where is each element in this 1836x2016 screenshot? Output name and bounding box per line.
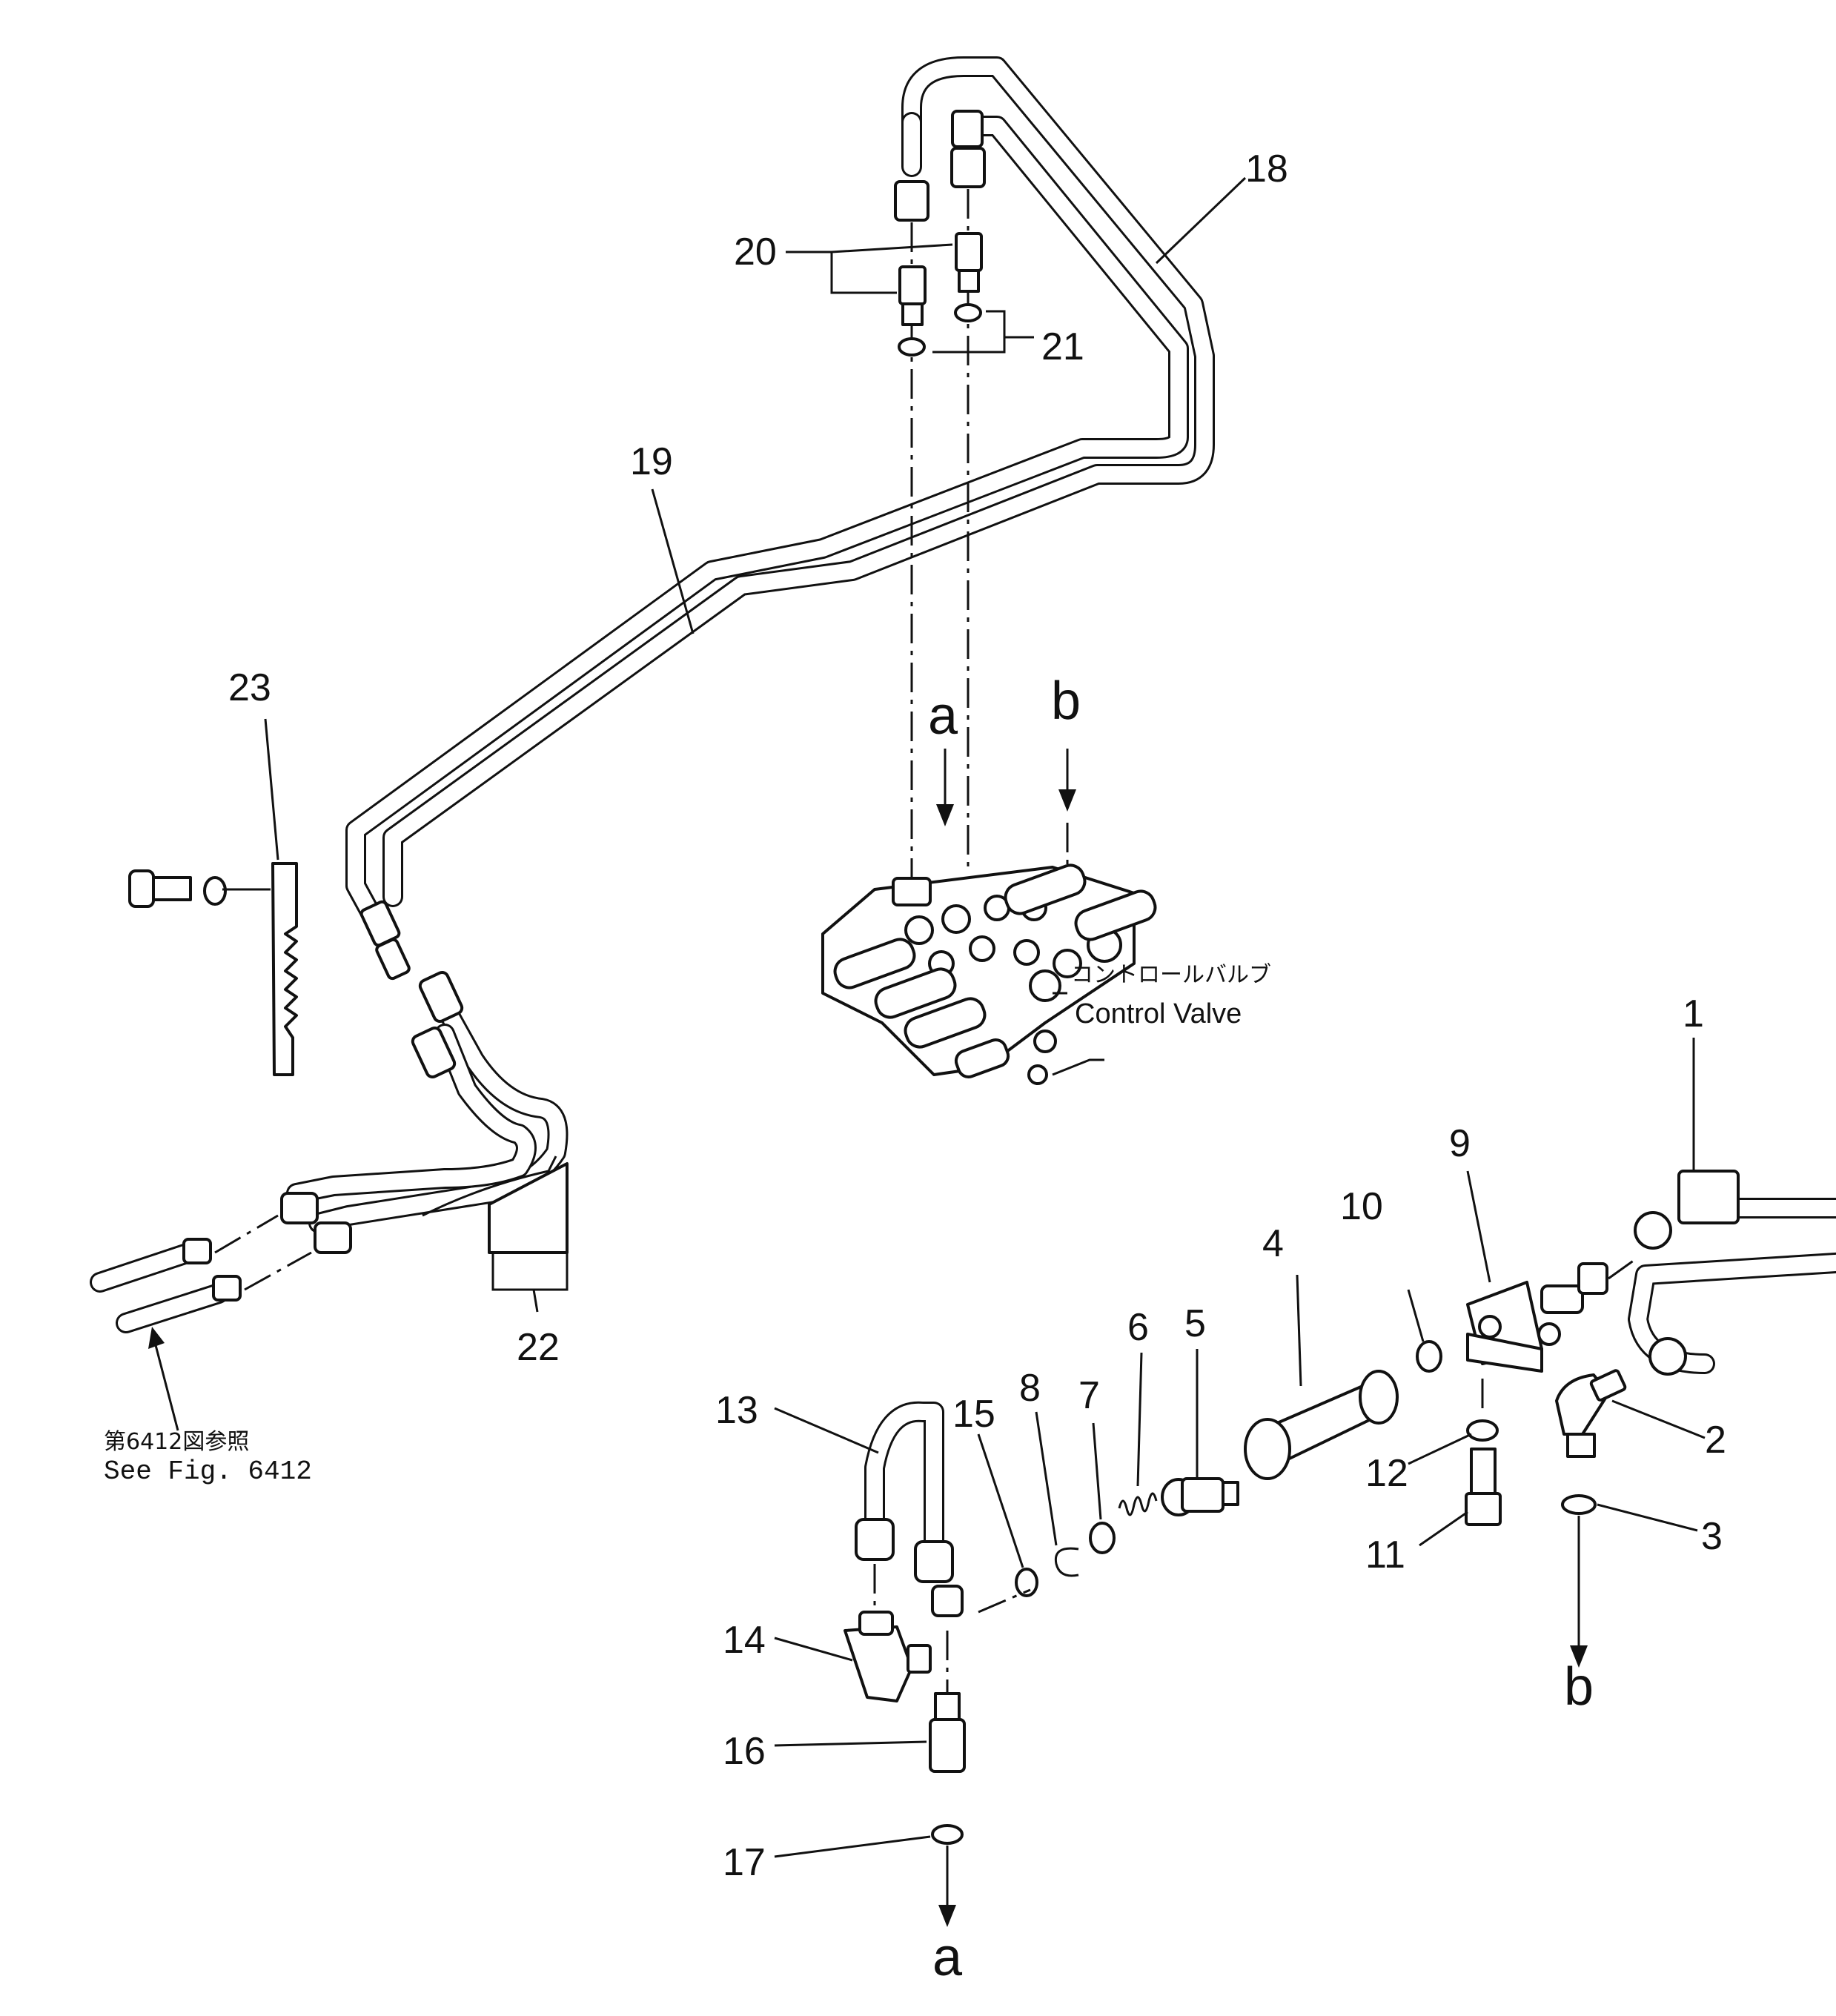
flow-marker-b-bottom: b <box>1564 1657 1594 1717</box>
callout-4: 4 <box>1262 1222 1284 1265</box>
tube-nut-left-1 <box>182 1238 212 1264</box>
callout-12: 12 <box>1365 1452 1408 1495</box>
callout-22: 22 <box>517 1326 560 1369</box>
o-ring-3 <box>1561 1494 1597 1515</box>
tube-nut-left <box>894 180 929 222</box>
reference-note-en: See Fig. 6412 <box>104 1456 312 1487</box>
flow-marker-b-top: b <box>1051 672 1081 731</box>
washer-12 <box>1466 1419 1499 1442</box>
washer-23 <box>203 876 227 906</box>
tube-nut-right <box>950 147 986 188</box>
callout-14: 14 <box>723 1619 766 1662</box>
callout-19: 19 <box>630 440 673 483</box>
pipe-13-end <box>931 1585 964 1617</box>
pipe-1-block <box>1677 1170 1740 1224</box>
pipe-1-nut-top <box>1634 1211 1672 1250</box>
clamp-23 <box>271 862 298 1076</box>
callout-18: 18 <box>1245 147 1288 190</box>
callout-2: 2 <box>1705 1419 1726 1462</box>
valve-block-9 <box>1466 1262 1608 1373</box>
callout-23: 23 <box>228 666 271 709</box>
washer-7 <box>1089 1522 1116 1554</box>
hose-fitting-4 <box>314 1221 352 1254</box>
check-valve-5 <box>1161 1477 1239 1516</box>
hose-fitting-3 <box>280 1192 319 1224</box>
bolt-11 <box>1465 1448 1502 1526</box>
control-valve-label-en: Control Valve <box>1075 998 1242 1029</box>
callout-20: 20 <box>734 231 777 273</box>
o-ring-21-right <box>954 303 982 322</box>
tube-elbow-top <box>951 110 984 148</box>
filter-4 <box>1244 1370 1399 1480</box>
o-ring-10 <box>1416 1340 1442 1373</box>
adapter-20-right <box>955 232 983 293</box>
callout-5: 5 <box>1184 1302 1206 1345</box>
control-valve-label-jp: コントロールバルブ <box>1071 962 1271 988</box>
o-ring-21-left <box>898 337 926 357</box>
tube-19 <box>345 116 1189 937</box>
elbow-2 <box>1555 1369 1627 1458</box>
snap-ring-8 <box>1054 1547 1079 1577</box>
callout-17: 17 <box>723 1841 766 1884</box>
tube-end-fitting-2 <box>375 938 411 981</box>
bolt-23 <box>128 869 192 908</box>
tube-18 <box>382 56 1215 907</box>
o-ring-15 <box>1015 1568 1038 1597</box>
pipe-1-nut-bottom <box>1648 1337 1687 1376</box>
pipe-13-nut-right <box>914 1540 954 1583</box>
callout-11: 11 <box>1365 1533 1405 1576</box>
callout-21: 21 <box>1041 325 1084 368</box>
pipe-13 <box>864 1401 944 1552</box>
spring-6 <box>1118 1492 1158 1516</box>
callout-1: 1 <box>1683 992 1704 1035</box>
hose-fitting-2 <box>411 1026 457 1079</box>
callout-10: 10 <box>1340 1185 1383 1228</box>
callout-3: 3 <box>1701 1515 1723 1558</box>
callout-9: 9 <box>1449 1122 1471 1165</box>
callout-7: 7 <box>1078 1374 1100 1417</box>
o-ring-17 <box>931 1824 964 1845</box>
callout-6: 6 <box>1127 1306 1149 1349</box>
hose-fitting-1 <box>418 970 464 1024</box>
control-valve <box>821 863 1157 1085</box>
elbow-14 <box>844 1611 932 1702</box>
callout-16: 16 <box>723 1730 766 1773</box>
flow-marker-a-bottom: a <box>932 1928 963 1987</box>
pipe-13-nut-left <box>855 1518 895 1561</box>
adapter-16 <box>929 1692 966 1773</box>
reference-note-jp: 第6412図参照 <box>104 1429 249 1455</box>
tube-nut-left-2 <box>212 1275 242 1302</box>
callout-13: 13 <box>715 1389 758 1432</box>
callout-8: 8 <box>1019 1367 1041 1410</box>
callout-15: 15 <box>952 1393 995 1436</box>
flow-marker-a-top: a <box>928 686 958 746</box>
adapter-20-left <box>898 265 927 326</box>
